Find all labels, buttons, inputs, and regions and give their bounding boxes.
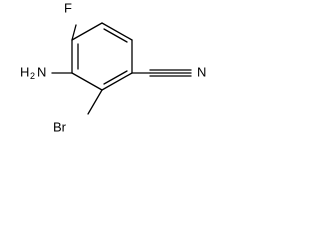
bond-c6-c1 <box>71 22 103 41</box>
bond-c2-c3 <box>71 72 103 91</box>
double-bond-inner-2 <box>103 70 128 85</box>
atom-h: H <box>20 64 29 79</box>
bond-c3-c4 <box>101 72 133 91</box>
bond-c5-c6 <box>101 22 133 41</box>
atom-subscript-2: 2 <box>30 71 35 81</box>
atom-br: Br <box>53 119 67 134</box>
double-bond-inner-3 <box>103 28 128 43</box>
molecule-structure: F H 2 N Br N <box>0 0 230 154</box>
atom-n-amino: N <box>37 64 46 79</box>
atom-n-nitrile: N <box>197 64 206 79</box>
bond-f <box>71 24 77 41</box>
bond-br <box>87 89 103 115</box>
atom-f: F <box>64 0 72 15</box>
